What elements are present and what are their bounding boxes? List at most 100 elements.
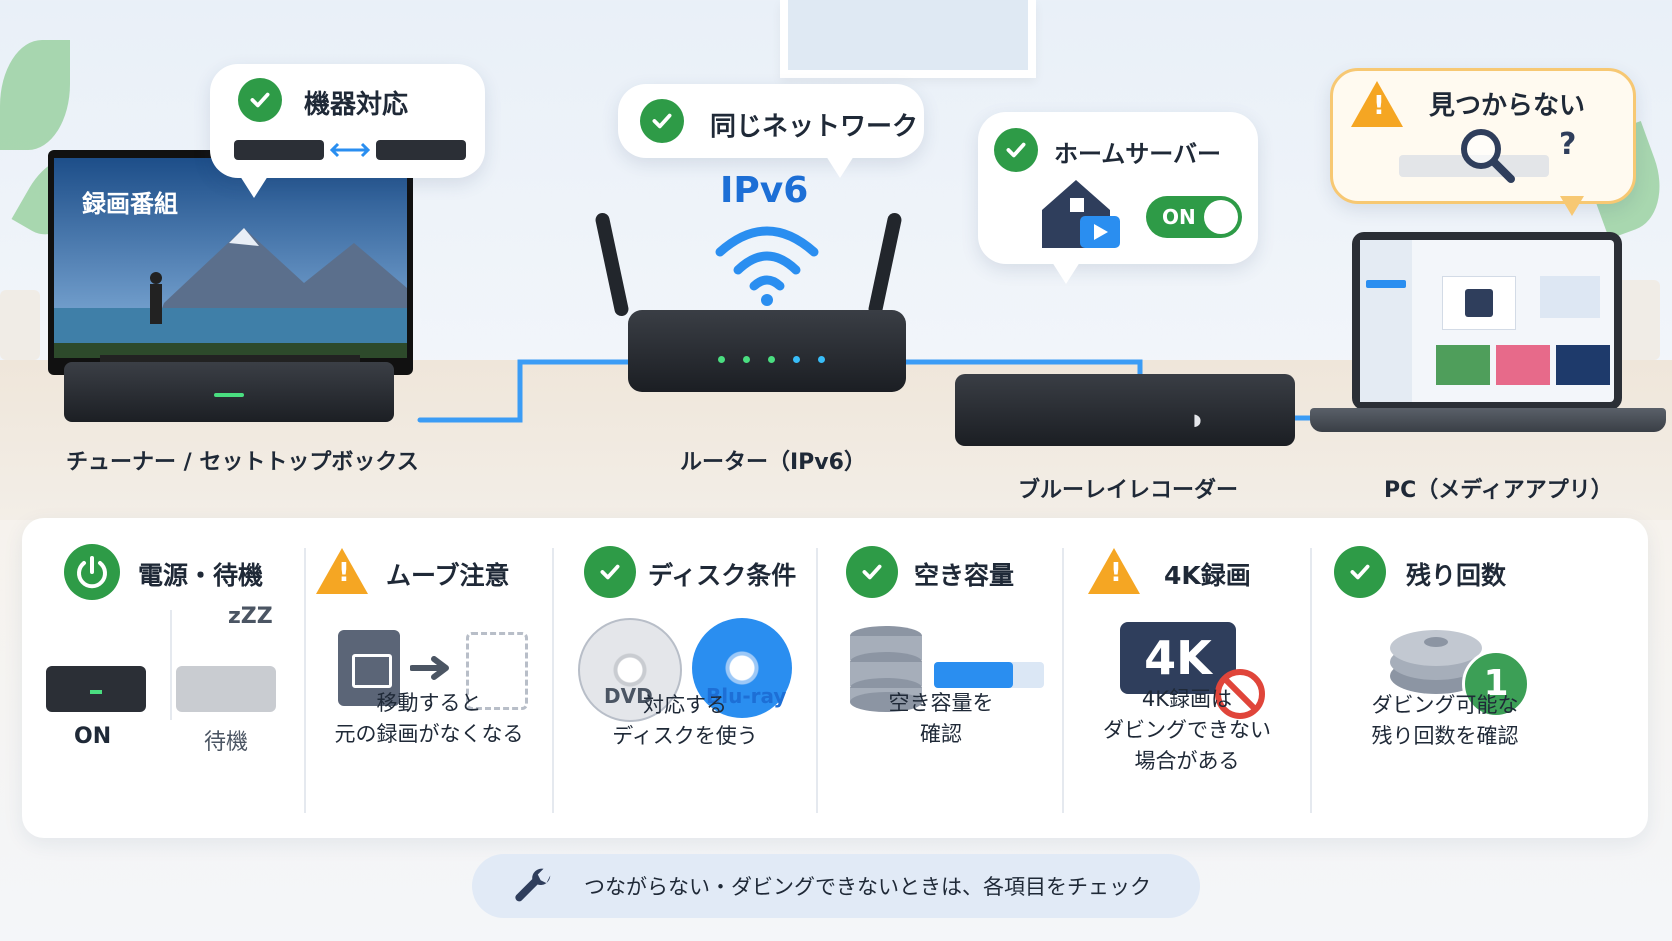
- checklist-panel: 電源・待機 zZZ ON 待機 ! ムーブ注意 移動すると 元の録画がなくなる …: [22, 518, 1648, 838]
- check-title: ムーブ注意: [386, 561, 510, 590]
- ipv6-label: IPv6: [720, 170, 809, 211]
- column-divider: [816, 548, 818, 813]
- check-icon: [846, 546, 898, 598]
- tv-screen-landscape: [54, 158, 407, 358]
- footer-tip: つながらない・ダビングできないときは、各項目をチェック: [472, 854, 1200, 918]
- bubble-home-server: ホームサーバー ON: [978, 112, 1258, 264]
- question-mark: ?: [1559, 127, 1577, 162]
- check-icon: [238, 78, 282, 122]
- pc-label: PC（メディアアプリ）: [1384, 478, 1613, 503]
- bubble-tail: [1560, 196, 1584, 216]
- check-title: 電源・待機: [138, 561, 264, 590]
- column-divider: [552, 548, 554, 813]
- check-title: 残り回数: [1406, 561, 1507, 590]
- plant-left-pot: [0, 290, 40, 360]
- bubble-tail: [1052, 262, 1080, 284]
- check-desc: 対応する ディスクを使う: [554, 690, 816, 752]
- thumbnail-city: [1556, 345, 1610, 385]
- desc-line: 元の録画がなくなる: [334, 722, 524, 746]
- separator: [170, 610, 172, 720]
- media-app-sidebar: [1360, 240, 1412, 402]
- desc-line: 対応する: [643, 693, 727, 717]
- bubble-device-compat: 機器対応: [210, 64, 485, 178]
- tuner-power-led: [214, 393, 244, 397]
- check-desc: ダビング可能な 残り回数を確認: [1312, 690, 1578, 752]
- bluray-disc-icon: [692, 618, 792, 718]
- toggle-label: ON: [1162, 205, 1196, 229]
- desc-line: 4K録画は: [1141, 687, 1233, 711]
- bubble-home-server-title: ホームサーバー: [1054, 140, 1222, 168]
- check-disc: ディスク条件 DVD Blu-ray 対応する ディスクを使う: [554, 518, 816, 838]
- tv: 録画番組: [48, 150, 413, 375]
- device-box-icon: [376, 140, 466, 160]
- check-title: 4K録画: [1164, 561, 1251, 590]
- dvd-label: DVD: [604, 684, 653, 708]
- film-icon: [1465, 289, 1493, 317]
- empty-file-icon: [466, 632, 528, 710]
- bluray-label: Blu-ray: [706, 684, 787, 708]
- check-desc: 空き容量を 確認: [818, 688, 1064, 750]
- prohibited-icon: [1215, 669, 1265, 719]
- recorder-label: ブルーレイレコーダー: [1018, 478, 1239, 503]
- home-server-toggle[interactable]: ON: [1146, 196, 1242, 238]
- check-4k: ! 4K録画 4K 4K録画は ダビングできない 場合がある: [1064, 518, 1310, 838]
- bluray-recorder: ◗: [955, 374, 1295, 446]
- film-frame: [352, 654, 392, 688]
- footer-text: つながらない・ダビングできないときは、各項目をチェック: [584, 875, 1151, 899]
- warning-icon: !: [1351, 81, 1403, 127]
- bubble-tail: [826, 156, 854, 178]
- check-power: 電源・待機 zZZ ON 待機: [22, 518, 302, 838]
- desc-line: 確認: [920, 722, 962, 746]
- bubble-device-compat-title: 機器対応: [304, 90, 409, 120]
- check-remaining: 残り回数 1 ダビング可能な 残り回数を確認: [1312, 518, 1632, 838]
- bubble-same-network-title: 同じネットワーク: [710, 112, 919, 142]
- check-storage: 空き容量 空き容量を 確認: [818, 518, 1064, 838]
- tuner-box: [64, 362, 394, 422]
- desc-line: 移動すると: [376, 691, 482, 715]
- router-leds: [718, 356, 825, 363]
- router-label: ルーター（IPv6）: [680, 450, 866, 475]
- media-app-sidebar-active: [1366, 280, 1406, 288]
- double-arrow-icon: [330, 142, 370, 158]
- warning-icon: !: [316, 548, 368, 594]
- video-file-icon: [1442, 276, 1516, 330]
- column-divider: [304, 548, 306, 813]
- bubble-not-found-title: 見つからない: [1429, 91, 1586, 121]
- column-divider: [1062, 548, 1064, 813]
- dvd-disc-icon: [578, 618, 682, 722]
- column-divider: [1310, 548, 1312, 813]
- check-desc: 4K録画は ダビングできない 場合がある: [1064, 684, 1310, 777]
- check-move: ! ムーブ注意 移動すると 元の録画がなくなる: [306, 518, 552, 838]
- wall-picture-frame: [780, 0, 1036, 78]
- home-media-icon: [1042, 180, 1120, 248]
- laptop-base: [1310, 408, 1666, 432]
- standby-label: 待機: [204, 730, 249, 755]
- magnifier-icon: [1461, 129, 1515, 183]
- storage-bar-fill: [934, 662, 1014, 688]
- device-on-icon: [46, 666, 146, 712]
- check-title: 空き容量: [914, 561, 1015, 590]
- thumbnail-nature: [1436, 345, 1490, 385]
- led: [90, 690, 102, 694]
- desc-line: 空き容量を: [888, 691, 994, 715]
- on-label: ON: [74, 724, 112, 749]
- disc-stack-icon: [1390, 630, 1482, 694]
- toggle-knob: [1204, 200, 1238, 234]
- check-icon: [584, 546, 636, 598]
- check-title: ディスク条件: [648, 561, 797, 590]
- 4k-badge: 4K: [1120, 622, 1236, 694]
- thumbnail-flower: [1496, 345, 1550, 385]
- laptop-screen: [1352, 232, 1622, 410]
- power-icon: [64, 544, 120, 600]
- desc-line: 残り回数を確認: [1371, 724, 1519, 748]
- tuner-label: チューナー / セットトップボックス: [66, 450, 419, 475]
- tv-screen-title: 録画番組: [82, 190, 178, 218]
- router: [628, 310, 906, 392]
- remaining-count-badge: 1: [1462, 650, 1530, 718]
- desc-line: ディスクを使う: [612, 724, 758, 748]
- check-icon: [994, 128, 1038, 172]
- desc-line: 場合がある: [1134, 749, 1240, 773]
- warning-icon: !: [1088, 548, 1140, 594]
- media-app-window: [1360, 240, 1614, 402]
- storage-bar: [934, 662, 1044, 688]
